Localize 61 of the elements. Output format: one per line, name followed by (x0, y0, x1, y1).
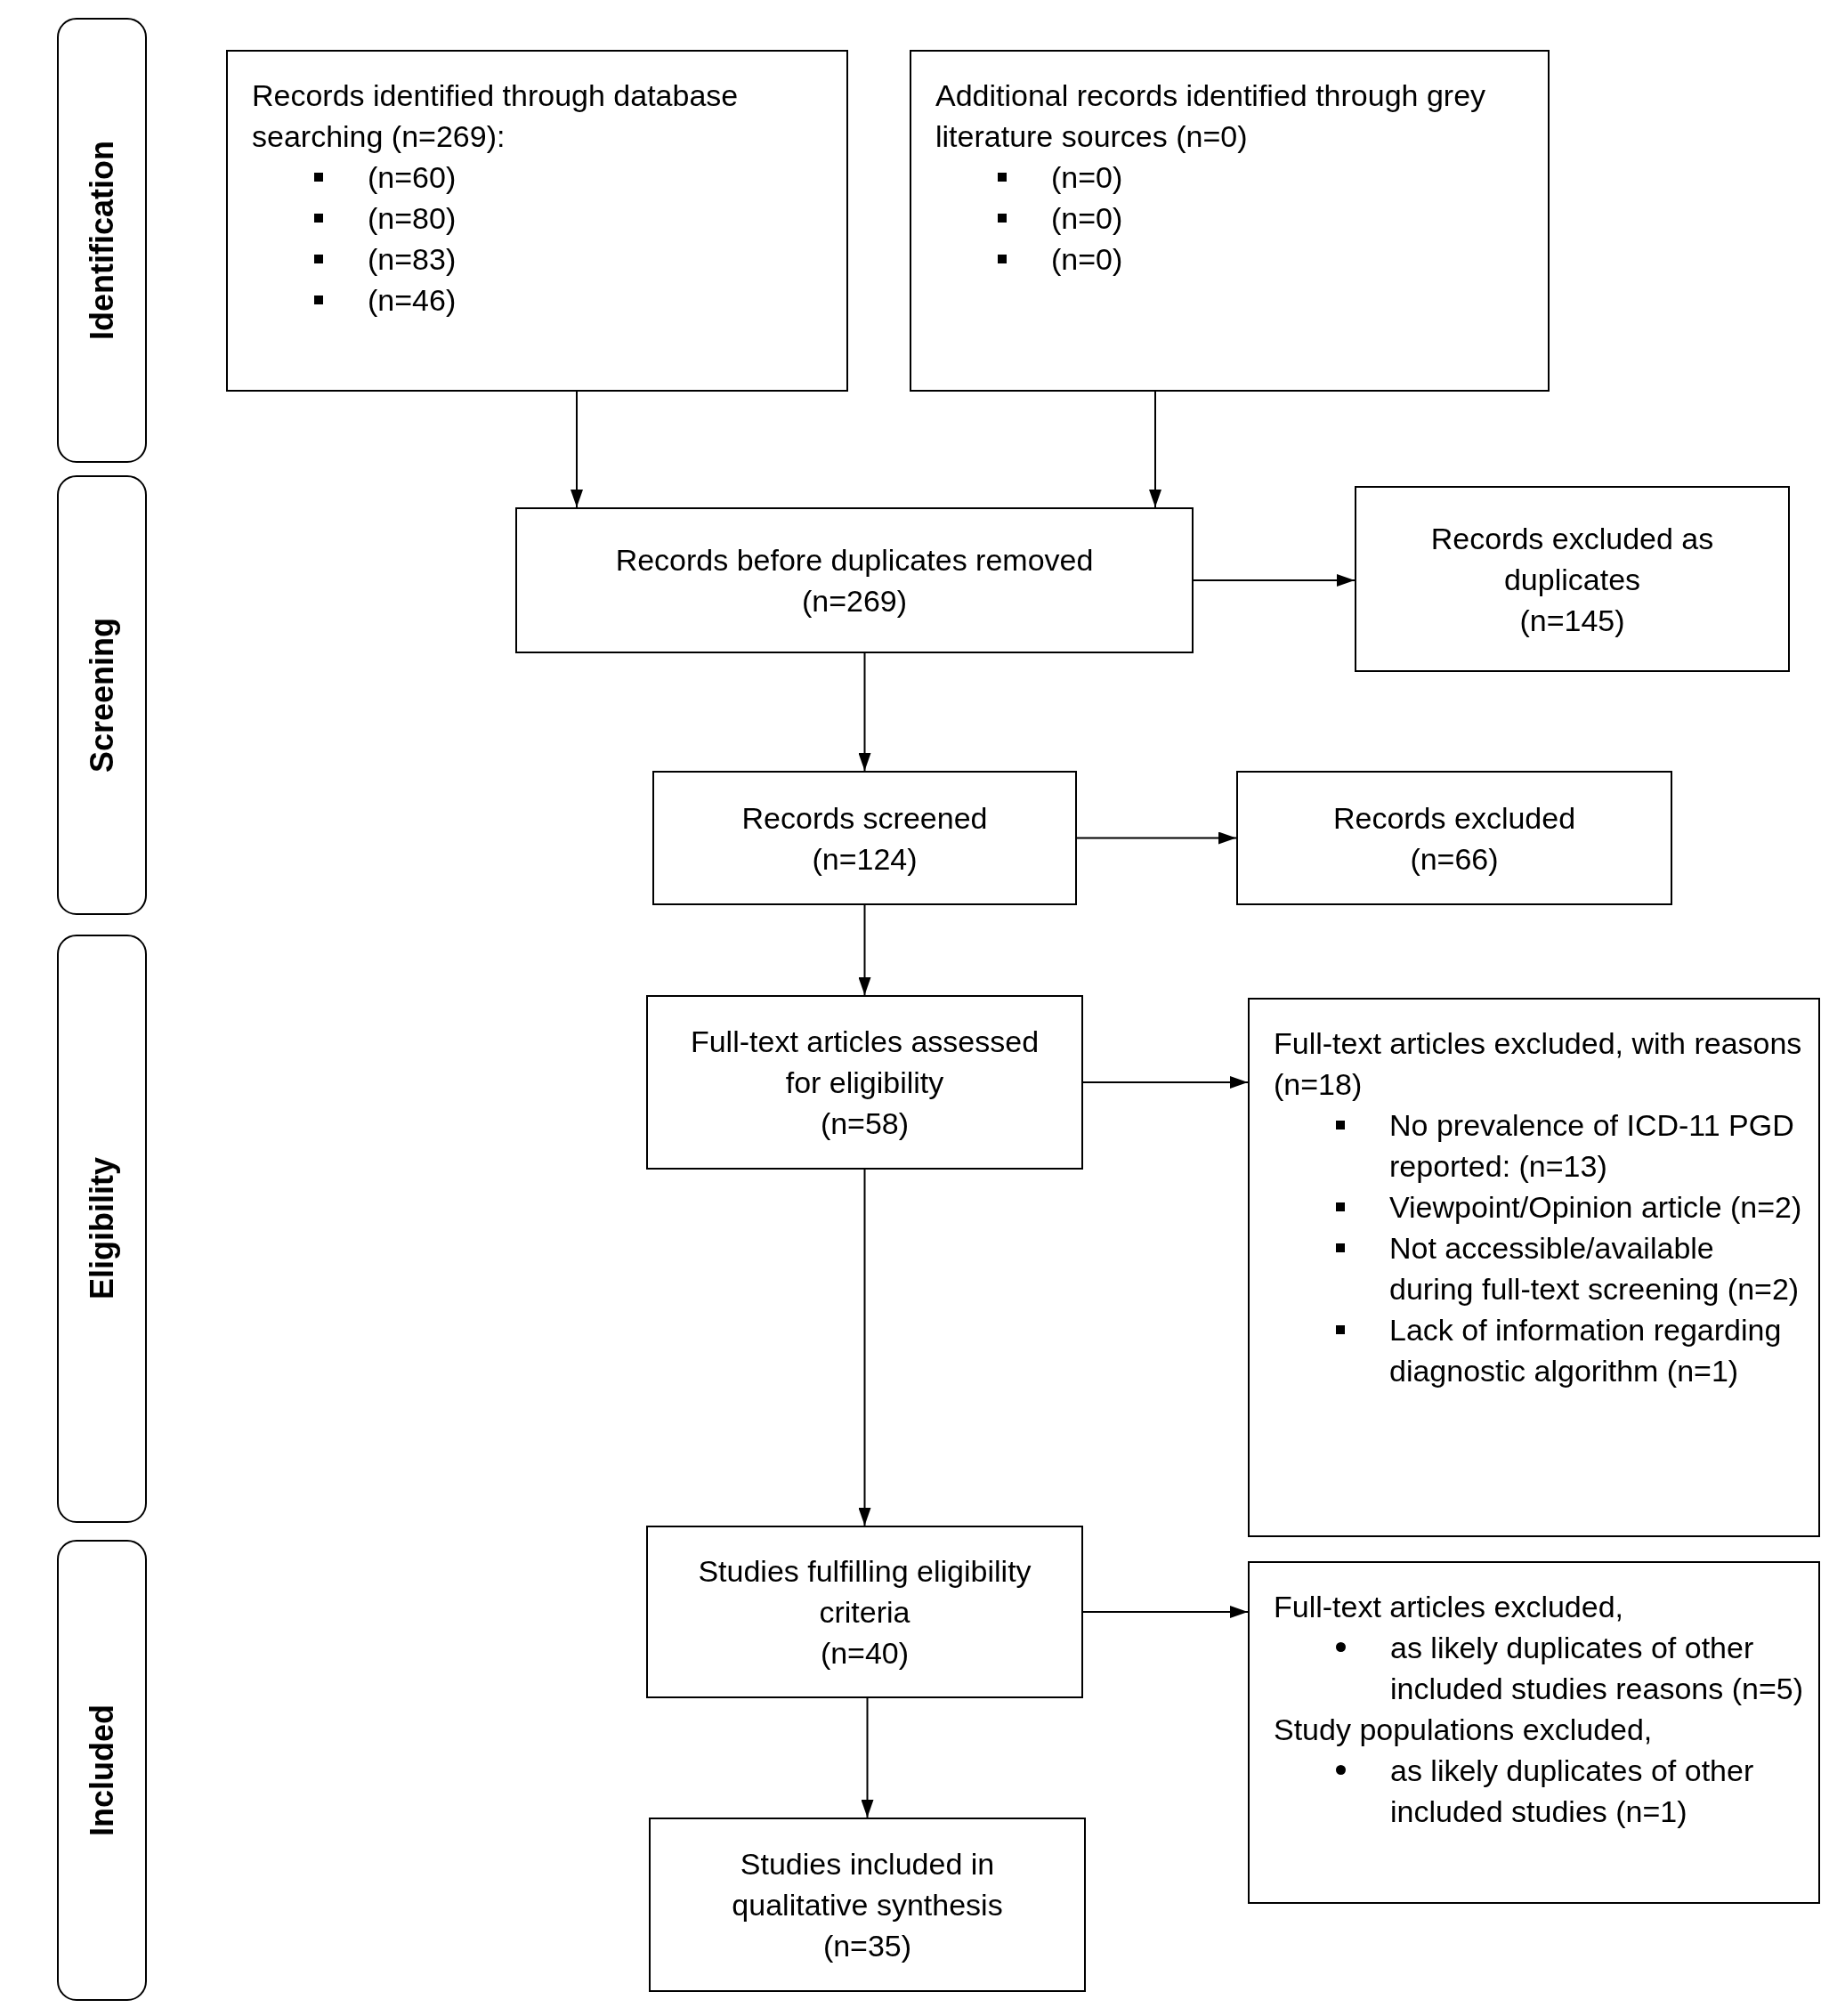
list-item-text: as likely duplicates of other included studies (n=1) (1390, 1753, 1755, 1830)
list-item-text: (n=0) (1051, 159, 1123, 196)
list-item-text: Viewpoint/Opinion article (n=2) (1389, 1189, 1802, 1226)
list-heading: Full-text articles excluded, with reasons (n=18) (1274, 1025, 1803, 1103)
process-box (226, 50, 848, 392)
phase-band (57, 1540, 147, 2001)
arrow (1193, 574, 1356, 587)
phase-label: Eligibility (82, 1157, 121, 1300)
phase-band (57, 935, 147, 1523)
step-text: Full-text articles assessed for eligibility (689, 1024, 1040, 1101)
arrow (1082, 1076, 1249, 1089)
process-box (649, 1818, 1086, 1992)
step-text: Records excluded as duplicates (1429, 520, 1715, 598)
list-item-text: No prevalence of ICD-11 PGD reported: (n=13) (1389, 1107, 1795, 1185)
phase-label: Screening (82, 617, 121, 773)
list-heading: Study populations excluded, (1274, 1712, 1654, 1748)
arrow (858, 904, 871, 996)
list-heading: Records identified through database searching (n=269): (252, 77, 740, 155)
count-text: (n=66) (1410, 840, 1499, 878)
list-heading: Full-text articles excluded, (1274, 1589, 1625, 1625)
step-text: Records before duplicates removed (615, 542, 1094, 579)
arrow (858, 1169, 871, 1526)
process-box (646, 1526, 1083, 1698)
process-box (910, 50, 1550, 392)
list-heading: Additional records identified through grey literature sources (n=0) (935, 77, 1487, 155)
process-box (652, 771, 1077, 905)
list-item-text: (n=80) (368, 200, 457, 237)
list-item-text: (n=83) (368, 241, 457, 278)
process-box (515, 507, 1194, 653)
phase-band (57, 475, 147, 915)
list-item-text: (n=60) (368, 159, 457, 196)
phase-label: Identification (82, 141, 121, 340)
arrow (1149, 391, 1161, 508)
count-text: (n=40) (820, 1635, 910, 1672)
arrow (858, 652, 871, 772)
arrow (1076, 831, 1237, 845)
process-box (1248, 1561, 1820, 1904)
process-box (1248, 998, 1820, 1537)
list-item-text: Lack of information regarding diagnostic algorithm (n=1) (1389, 1312, 1783, 1389)
list-item-text: (n=46) (368, 282, 457, 319)
count-text: (n=145) (1519, 602, 1625, 639)
step-text: Records screened (741, 799, 988, 837)
arrow (571, 391, 583, 508)
phase-label: Included (82, 1704, 121, 1836)
count-text: (n=35) (822, 1928, 912, 1964)
count-text: (n=58) (820, 1105, 910, 1142)
list-item-text: (n=0) (1051, 241, 1123, 278)
step-text: Records excluded (1332, 799, 1576, 837)
list-item-text: Not accessible/available during full-text screening (n=2) (1389, 1230, 1801, 1308)
count-text: (n=269) (801, 583, 908, 619)
list-item-text: (n=0) (1051, 200, 1123, 237)
process-box (1355, 486, 1790, 672)
list-item-text: as likely duplicates of other included studies reasons (n=5) (1390, 1630, 1804, 1707)
count-text: (n=124) (812, 840, 918, 878)
process-box (646, 995, 1083, 1170)
process-box (1236, 771, 1672, 905)
arrow (1082, 1606, 1249, 1618)
arrow (861, 1697, 874, 1818)
step-text: Studies included in qualitative synthesis (731, 1846, 1004, 1923)
phase-band (57, 18, 147, 463)
step-text: Studies fulfilling eligibility criteria (697, 1553, 1032, 1631)
